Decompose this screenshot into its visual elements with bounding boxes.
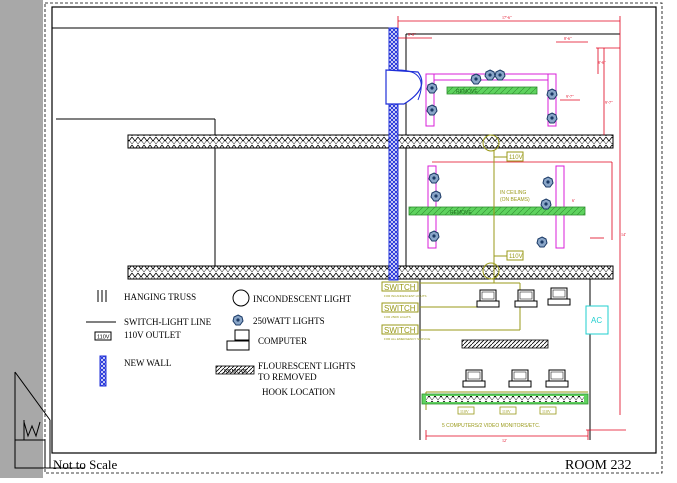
dim-bottom: 12' (502, 438, 507, 443)
room-title: ROOM 232 (565, 458, 632, 473)
legend-fluorescent-2: TO REMOVED (258, 372, 317, 382)
door-swing (385, 69, 423, 105)
outlet-mid: 110V (509, 254, 523, 260)
sheet-border (44, 2, 663, 474)
outlet-top: 110V (509, 155, 523, 161)
legend-computer-symbol (226, 329, 250, 351)
legend-fluorescent-symbol (215, 365, 255, 375)
legend-hook-location: HOOK LOCATION (262, 387, 336, 397)
ac-unit (585, 305, 609, 335)
dimension-lines (397, 16, 626, 440)
legend-remove-tag: REMOVE (224, 369, 248, 375)
legend-incandescent-symbol (232, 289, 250, 307)
ceiling-label-2: (ON BEAMS) (500, 197, 530, 203)
legend-incandescent: INCONDESCENT LIGHT (253, 294, 352, 304)
computer-lower-2 (508, 369, 532, 388)
computer-upper-1 (476, 289, 500, 308)
dim-right-a: 8'-6" (598, 60, 606, 65)
dim-right-b: 9'-7" (605, 100, 613, 105)
computer-lower-1 (462, 369, 486, 388)
drawing-frame (51, 6, 657, 454)
legend-truss-symbol (97, 290, 107, 302)
dim-right-e: 6' (572, 198, 575, 203)
legend-fluorescent-1: FLOURESCENT LIGHTS (258, 361, 356, 371)
computers-note: 5 COMPUTERS/2 VIDEO MONITORS/ETC. (442, 423, 540, 429)
dim-top-right: 8'-6" (564, 36, 572, 41)
console-table (461, 339, 549, 349)
legend-hanging-truss: HANGING TRUSS (124, 292, 196, 302)
ceiling-label-1: IN CEILING (500, 190, 527, 196)
legend-new-wall-symbol (99, 355, 107, 387)
switch-note-2: FOR 250W LIGHTS (384, 315, 411, 319)
switch-2: SWITCH (384, 304, 416, 313)
legend: HANGING TRUSS SWITCH-LIGHT LINE 110V 110… (86, 289, 356, 397)
remove-tag-upper: REMOVE (456, 89, 478, 95)
legend-switch-light-line: SWITCH-LIGHT LINE (124, 317, 212, 327)
switch-group: SWITCH FOR INCANDESCENT LIGHTS SWITCH FO… (381, 281, 430, 341)
legend-new-wall: NEW WALL (124, 358, 171, 368)
outlet-bottom-2: 110V (502, 409, 511, 414)
hanging-truss-upper (127, 134, 614, 149)
dim-top-left: 8'-6" (408, 32, 416, 37)
ac-label: AC (591, 316, 602, 325)
computer-upper-2 (514, 289, 538, 308)
switch-3: SWITCH (384, 326, 416, 335)
remove-tag-middle: REMOVE (450, 210, 472, 216)
computer-upper-3 (547, 287, 571, 306)
dim-right-c: 9'-7" (566, 94, 574, 99)
legend-250watt: 250WATT LIGHTS (253, 316, 325, 326)
legend-watt-light-symbol (232, 314, 244, 326)
computer-lower-3 (545, 369, 569, 388)
switch-note-3: FOR ALL EMERGENCY SERVICE (384, 337, 430, 341)
legend-outlet: 110V OUTLET (124, 330, 181, 340)
fluorescent-upper (446, 86, 538, 95)
legend-outlet-symbol (94, 331, 112, 341)
legend-computer: COMPUTER (258, 336, 307, 346)
outlet-bottom-3: 110V (542, 409, 551, 414)
switch-1: SWITCH (384, 283, 416, 292)
dim-top: 17'-6" (502, 15, 512, 20)
ucs-icon (14, 371, 85, 469)
not-to-scale-label: Not to Scale (53, 457, 117, 472)
sidebar-margin (0, 0, 43, 478)
hanging-truss-lower (127, 265, 614, 280)
fluorescent-middle (408, 206, 586, 216)
legend-outlet-symbol-text: 110V (97, 335, 110, 341)
dim-right-d: 14' (621, 232, 626, 237)
new-wall (388, 27, 399, 281)
switch-note-1: FOR INCANDESCENT LIGHTS (384, 294, 426, 298)
outlet-bottom-1: 110V (460, 409, 469, 414)
